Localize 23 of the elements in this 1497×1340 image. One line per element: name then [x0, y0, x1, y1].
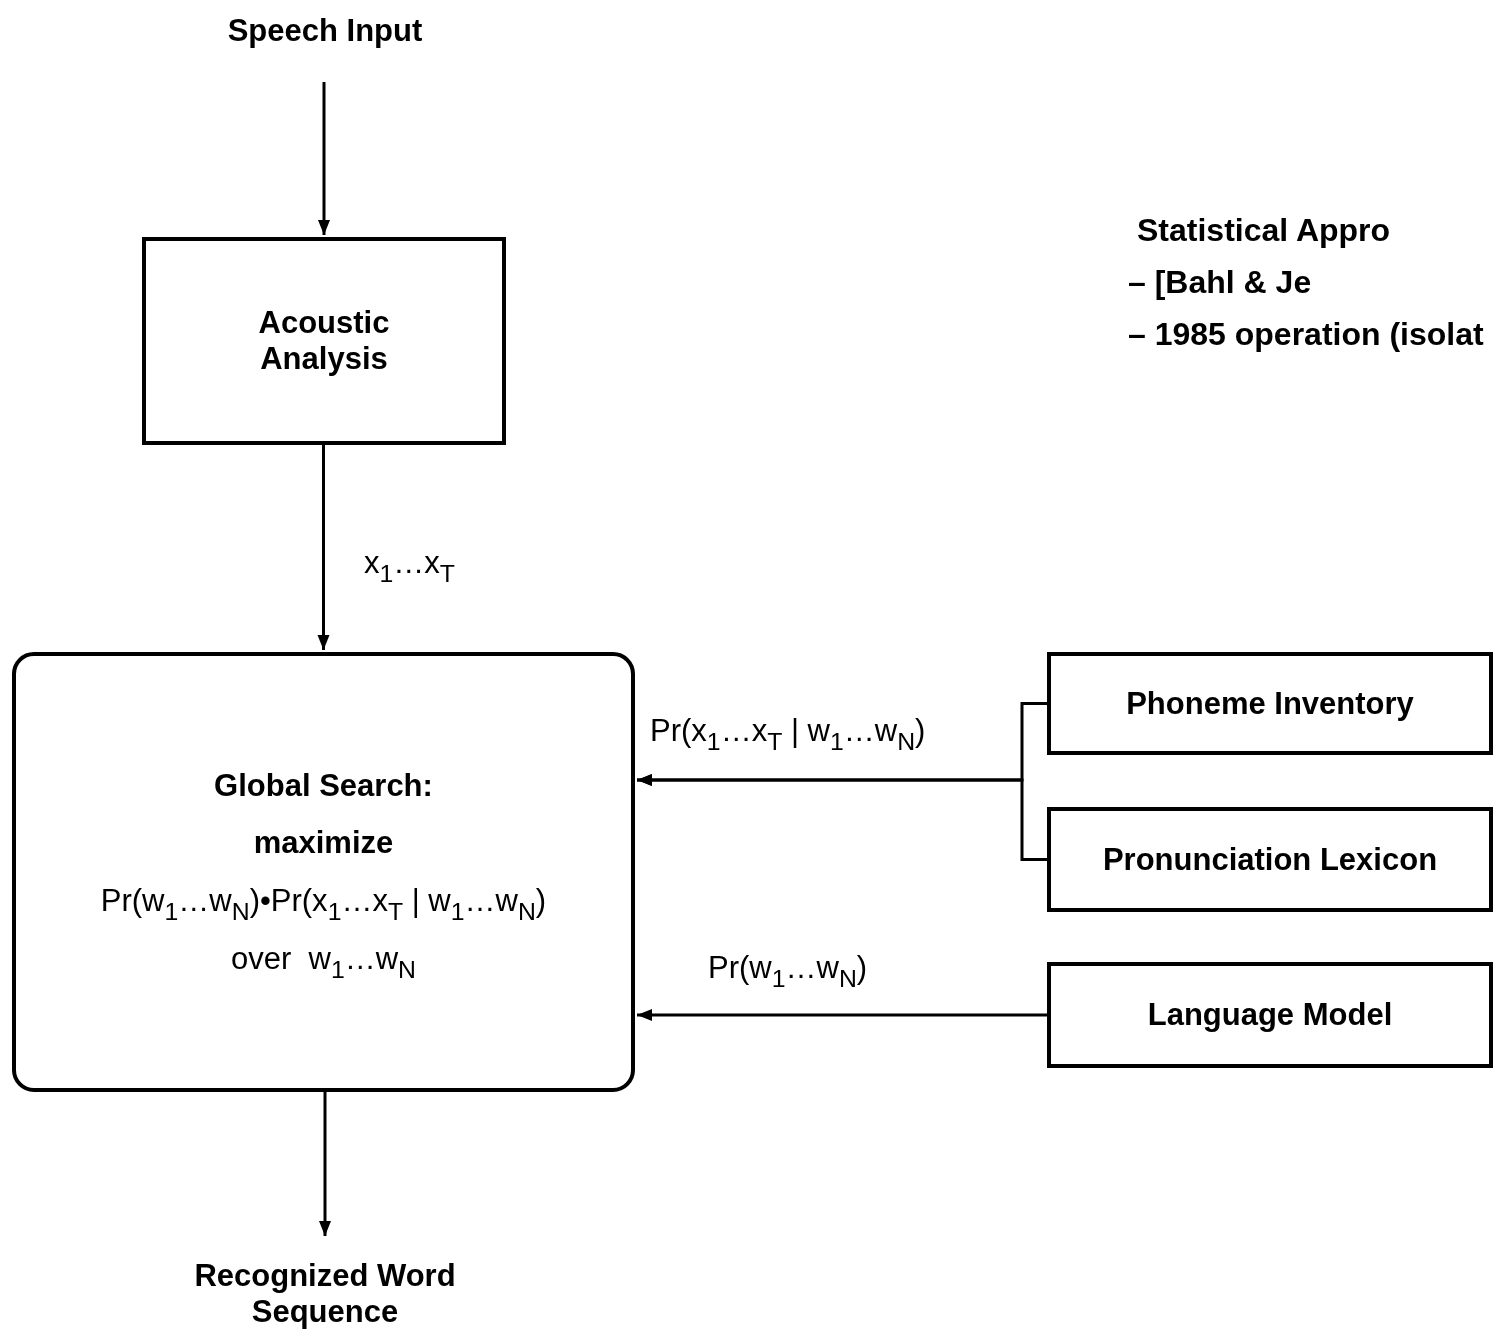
box-text: over w$_{1}$…w$_{N}$	[231, 940, 416, 977]
output-label: Recognized Word Sequence	[145, 1258, 505, 1330]
box-text: Acoustic Analysis	[257, 305, 391, 377]
arrow	[318, 82, 330, 235]
box-text: Phoneme Inventory	[1126, 685, 1414, 722]
input-label: Speech Input	[227, 13, 423, 49]
box-text: Pr(w$_{1}$…w$_{N}$)•Pr(x$_{1}$…x$_{T}$ | w$_{1}$…w$_{N}$)	[100, 883, 547, 919]
knowledge-box	[1047, 962, 1493, 1068]
knowledge-box	[1047, 807, 1493, 912]
arrow	[637, 1009, 1047, 1021]
note-text: Statistical Appro	[1137, 212, 1391, 249]
box-text: maximize	[253, 825, 394, 861]
box-text: Language Model	[1147, 997, 1393, 1033]
note-text: – 1985 operation (isolat	[1128, 316, 1484, 353]
box-text: Pronunciation Lexicon	[1102, 841, 1438, 878]
note-text: – [Bahl & Je	[1128, 264, 1312, 301]
knowledge-box	[1047, 652, 1493, 755]
arrow	[317, 445, 330, 650]
process-box	[142, 237, 506, 445]
arrow	[319, 1092, 331, 1236]
arrow	[637, 774, 1047, 861]
box-heading: Global Search:	[214, 767, 433, 804]
search-box	[12, 652, 635, 1092]
